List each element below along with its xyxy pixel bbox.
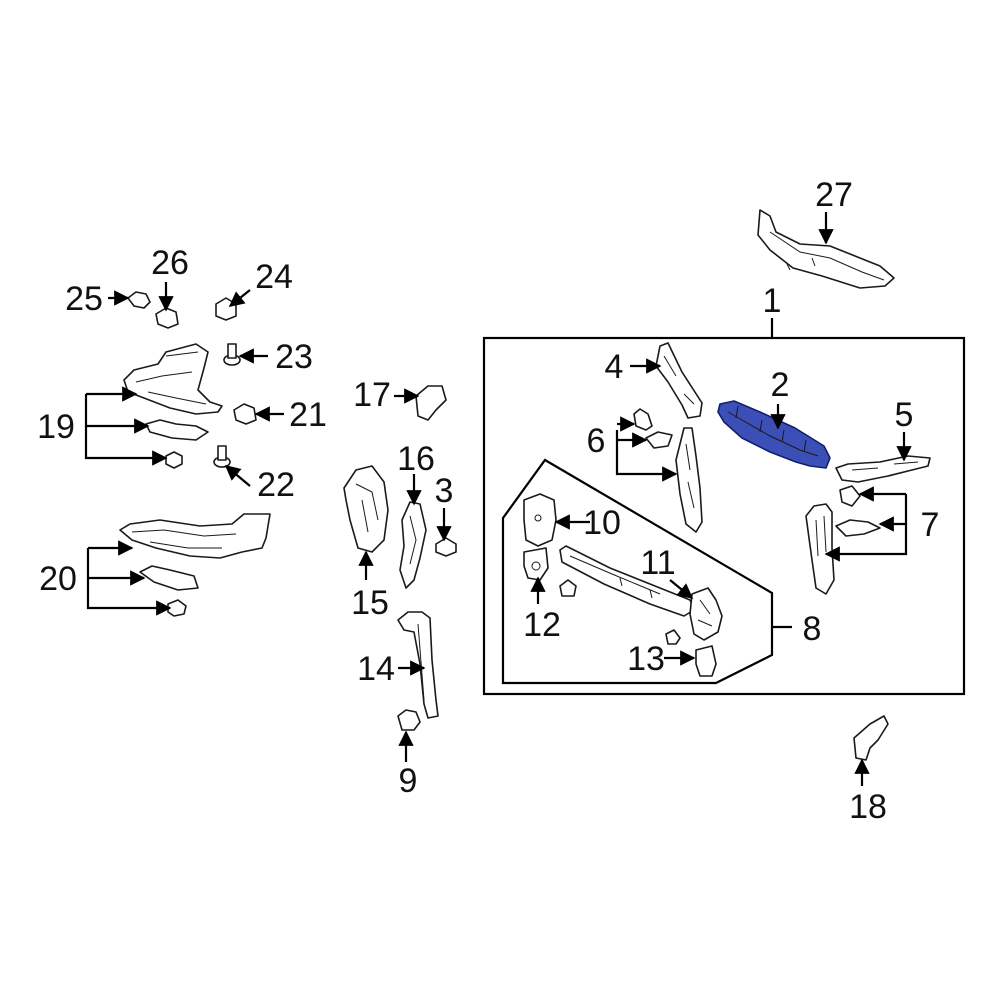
crossmember-clip-right[interactable] <box>665 629 681 645</box>
part-26-grommet[interactable] <box>155 307 179 329</box>
callout-23: 23 <box>275 338 313 376</box>
part-18-bracket[interactable] <box>853 715 889 761</box>
part-9-bolt[interactable] <box>397 709 421 731</box>
callout-24: 24 <box>255 258 293 296</box>
callout-1: 1 <box>763 282 782 320</box>
part-2-radiator-support[interactable] <box>717 400 831 469</box>
callout-26: 26 <box>151 244 189 282</box>
part-12-bracket[interactable] <box>523 547 549 581</box>
part-25-screw[interactable] <box>127 291 151 309</box>
assembly-8-frame <box>501 458 774 685</box>
part-14-brace[interactable] <box>397 611 439 719</box>
callout-8: 8 <box>803 610 822 648</box>
part-6-left-side-support[interactable] <box>633 408 703 533</box>
callout-20: 20 <box>39 560 77 598</box>
callout-12: 12 <box>523 606 561 644</box>
part-3-bolt[interactable] <box>435 537 457 557</box>
part-10-bracket[interactable] <box>523 493 557 547</box>
part-20-engine-under-cover[interactable] <box>119 513 271 617</box>
part-16-air-guide[interactable] <box>399 501 427 589</box>
callout-18: 18 <box>849 788 887 826</box>
part-7-right-side-support[interactable] <box>805 485 881 595</box>
part-23-bolt[interactable] <box>223 343 241 366</box>
callout-3: 3 <box>435 472 454 510</box>
part-5-upper-right-support[interactable] <box>835 455 931 483</box>
crossmember-clip-left[interactable] <box>559 579 577 597</box>
callout-19: 19 <box>37 408 75 446</box>
part-15-air-guide[interactable] <box>343 465 389 553</box>
callout-17: 17 <box>353 376 391 414</box>
callout-14: 14 <box>357 650 395 688</box>
part-24-nut[interactable] <box>215 297 237 321</box>
leader-lines <box>84 212 912 786</box>
part-4-upper-left-support[interactable] <box>655 342 703 419</box>
callout-9: 9 <box>399 762 418 800</box>
part-17-bracket[interactable] <box>415 385 447 421</box>
callout-21: 21 <box>289 396 327 434</box>
callout-6: 6 <box>587 422 606 460</box>
part-22-bolt[interactable] <box>213 445 231 468</box>
callout-25: 25 <box>65 280 103 318</box>
part-27-upper-cover[interactable] <box>757 209 895 289</box>
part-2-fill <box>717 400 831 469</box>
callout-27: 27 <box>815 176 853 214</box>
callout-22: 22 <box>257 466 295 504</box>
part-19-engine-under-cover[interactable] <box>123 343 223 469</box>
callout-4: 4 <box>605 348 624 386</box>
callout-13: 13 <box>627 640 665 678</box>
part-13-bracket[interactable] <box>695 645 717 677</box>
callout-5: 5 <box>895 396 914 434</box>
part-21-clip[interactable] <box>233 403 257 425</box>
callout-10: 10 <box>583 504 621 542</box>
callout-16: 16 <box>397 440 435 478</box>
assembly-1-frame <box>482 336 966 696</box>
callout-labels: 1 2 3 4 5 6 7 8 9 10 11 12 13 14 15 16 1… <box>37 176 939 826</box>
callout-2: 2 <box>771 366 790 404</box>
callout-7: 7 <box>921 506 940 544</box>
part-11-lower-right-bracket[interactable] <box>689 587 723 641</box>
callout-11: 11 <box>640 544 675 582</box>
callout-15: 15 <box>351 584 389 622</box>
